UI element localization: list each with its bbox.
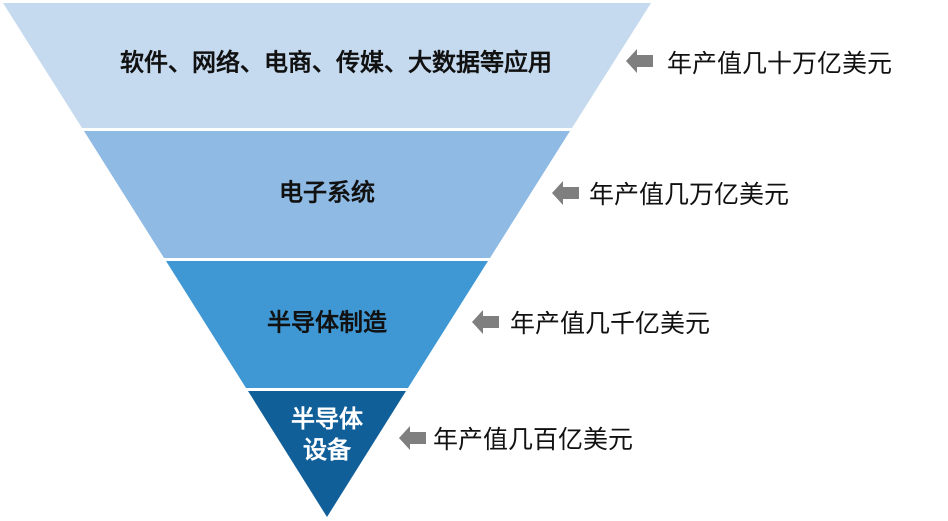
level-2-value: 年产值几万亿美元 [589,180,790,209]
level-4-band [248,391,406,517]
level-4-label-line1: 半导体 [291,404,363,433]
level-2-label: 电子系统 [279,178,375,207]
level-3-label: 半导体制造 [267,308,387,337]
level-2-band [84,131,570,258]
arrow-left-icon [552,181,579,205]
level-3-value: 年产值几千亿美元 [510,309,711,338]
arrow-left-icon [626,49,653,73]
arrow-left-icon [399,426,426,450]
arrow-left-icon [472,310,499,334]
level-3-band [166,261,488,388]
level-4-label-line2: 设备 [303,436,351,464]
level-1-band [3,3,651,128]
level-1-label: 软件、网络、电商、传媒、大数据等应用 [120,48,552,77]
level-4-label: 半导体 设备 [291,404,363,466]
level-1-value: 年产值几十万亿美元 [667,49,893,78]
level-4-value: 年产值几百亿美元 [433,425,634,454]
